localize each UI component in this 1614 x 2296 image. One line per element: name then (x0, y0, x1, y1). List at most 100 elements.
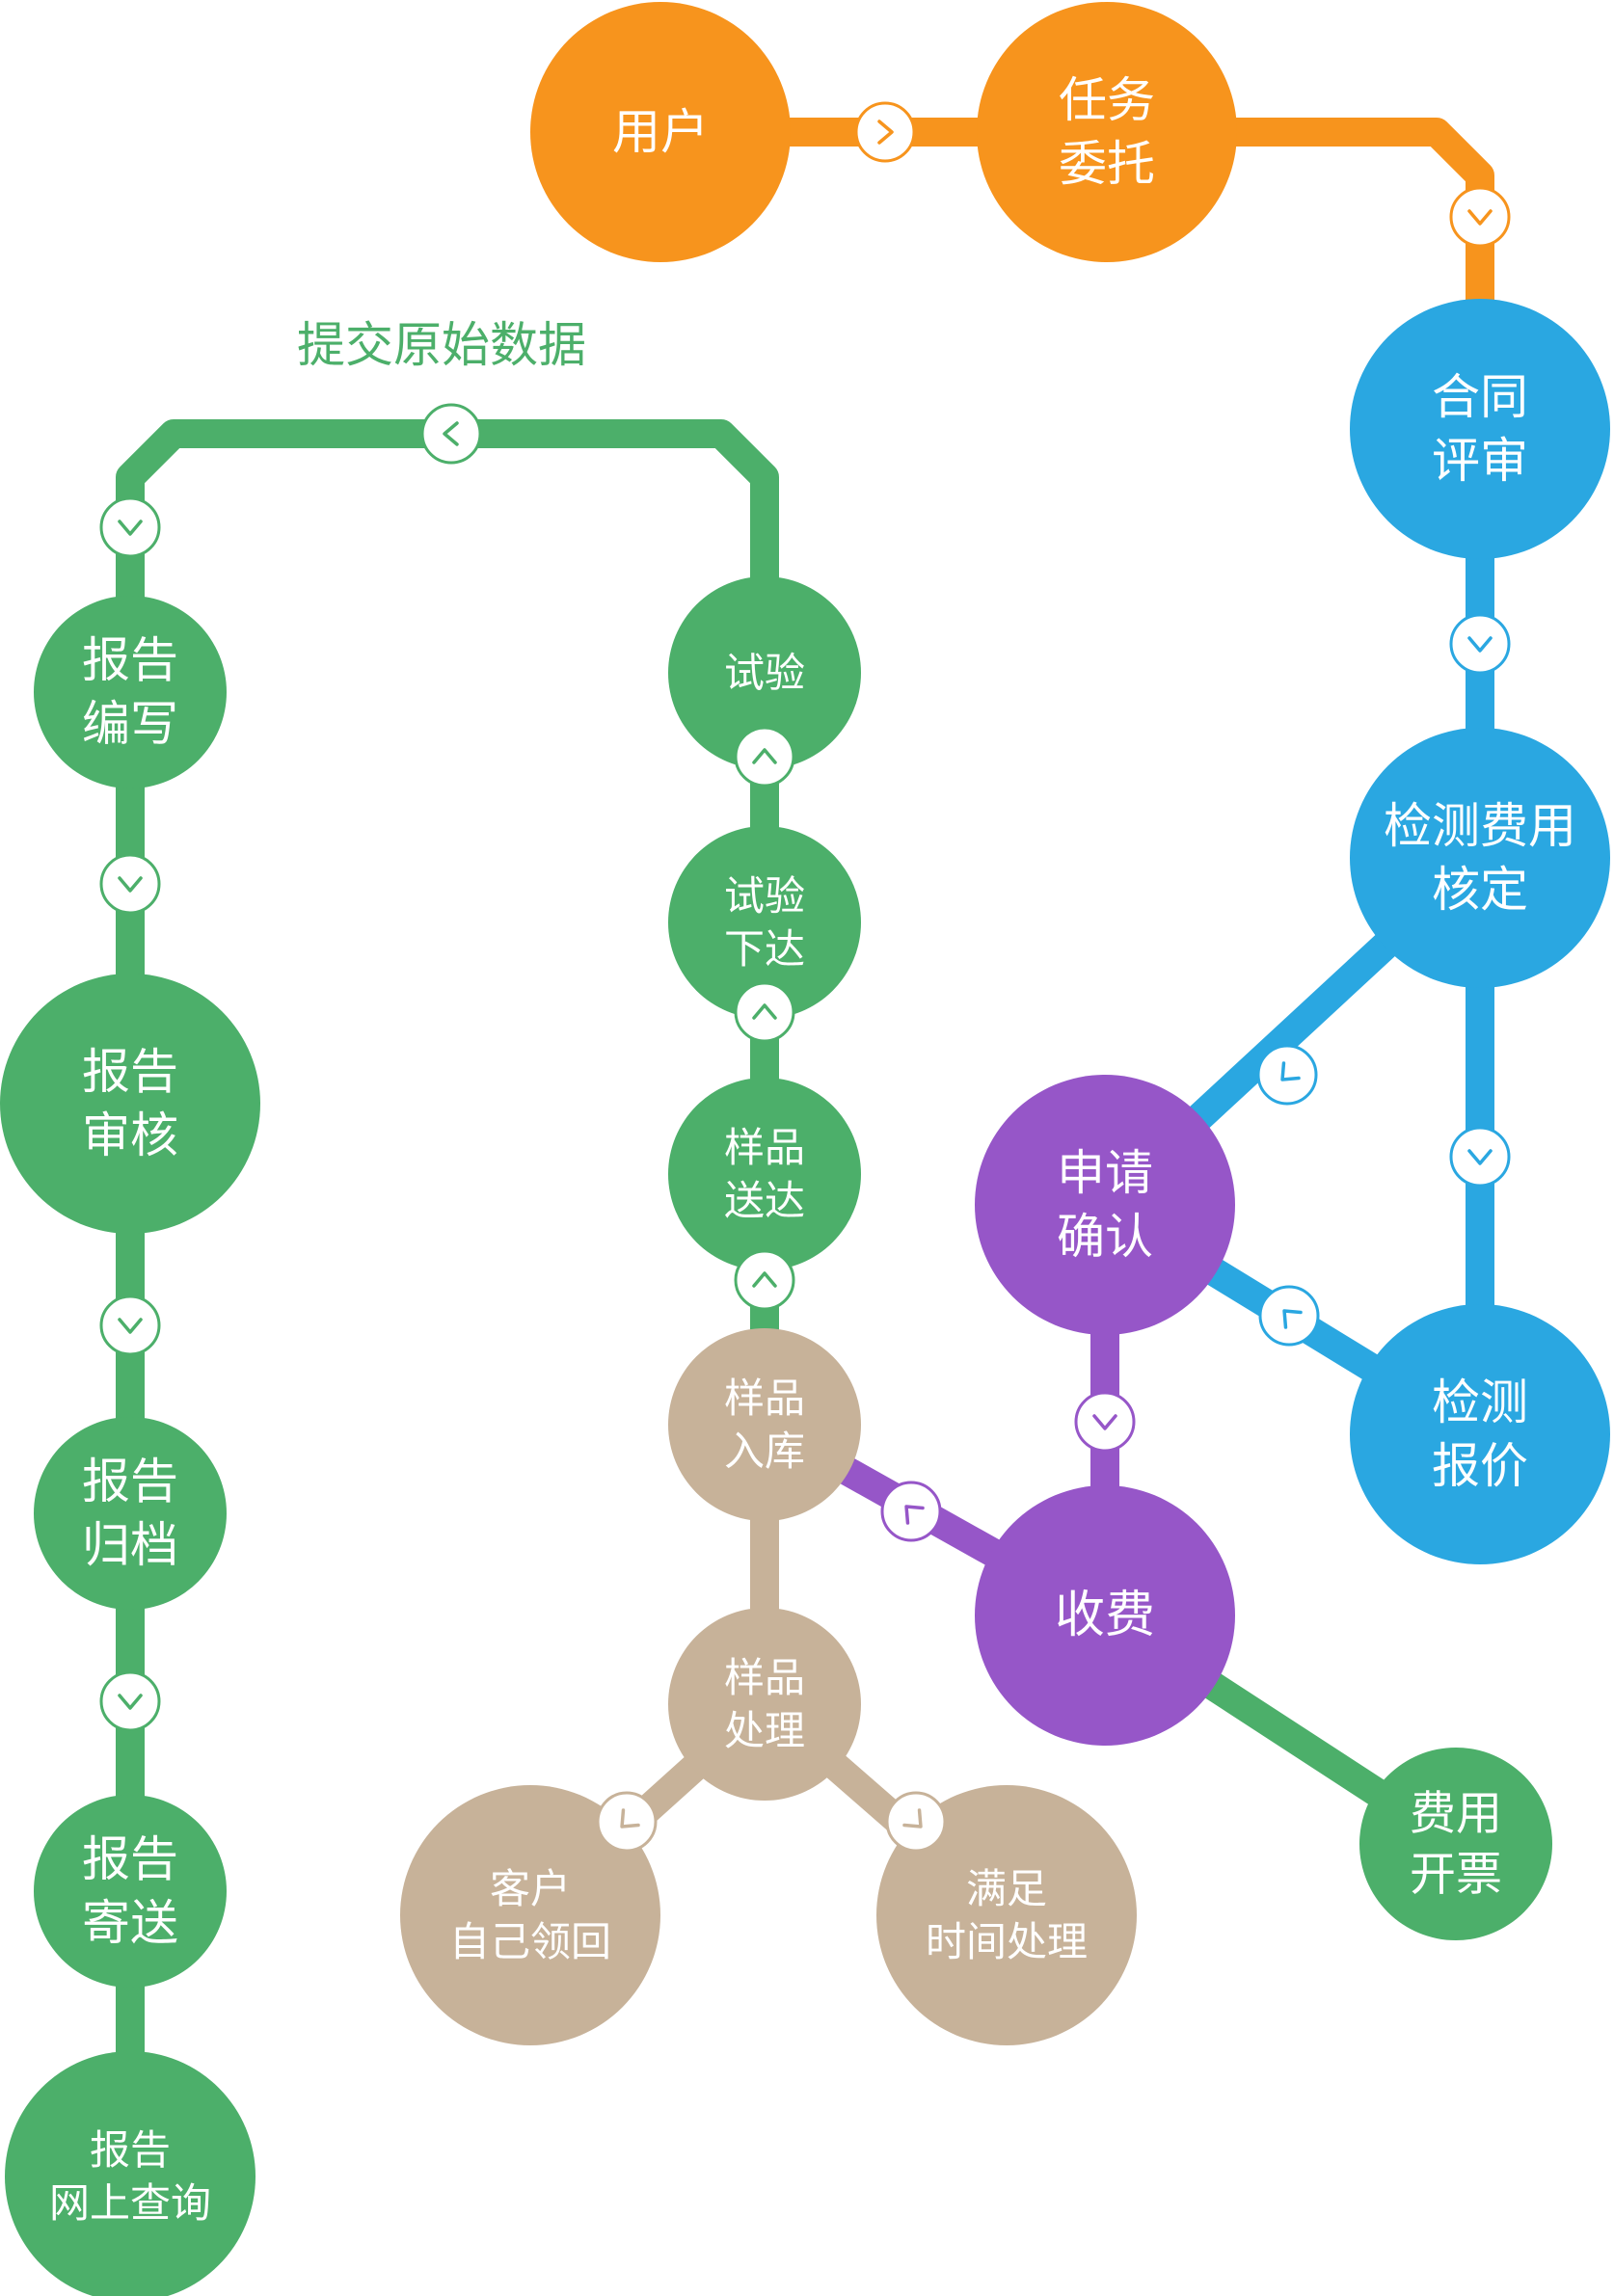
node-customer-pickup-label-0: 客户 (490, 1865, 571, 1912)
node-report-audit-label-0: 报告 (82, 1044, 178, 1100)
node-application-confirm-circle (975, 1075, 1235, 1335)
node-report-mailing-circle (34, 1795, 227, 1988)
chevron-left-icon (420, 403, 482, 465)
chevron-up-icon (734, 981, 795, 1043)
chevron-down-left-icon (596, 1791, 658, 1853)
node-test-quotation-circle (1350, 1304, 1610, 1564)
node-task-commission-label-0: 任务 (1059, 72, 1155, 128)
node-charge-circle (975, 1485, 1235, 1746)
chevron-down-icon (99, 853, 161, 915)
node-task-commission-circle (977, 2, 1237, 262)
node-report-audit-circle (0, 974, 260, 1234)
node-charge: 收费 (975, 1485, 1235, 1746)
chevron-right-icon (854, 101, 916, 163)
node-fee-verification-circle (1350, 728, 1610, 988)
node-sample-storage-label-0: 样品 (724, 1375, 805, 1422)
node-test: 试验 (668, 576, 861, 769)
node-test-quotation-label-0: 检测 (1432, 1375, 1528, 1430)
node-task-commission-label-1: 委托 (1059, 136, 1155, 192)
chevron-down-icon (1449, 186, 1511, 248)
chevron-up-left-icon (880, 1481, 942, 1542)
node-sample-processing-label-1: 处理 (724, 1707, 805, 1754)
node-report-writing-label-1: 编写 (82, 696, 178, 752)
chevron-down-left-icon (1256, 1044, 1318, 1106)
node-user-label-0: 用户 (612, 104, 709, 160)
node-sample-delivery-label-1: 送达 (724, 1177, 805, 1224)
markers-layer (99, 101, 1511, 1853)
chevron-down-icon (99, 496, 161, 558)
node-report-mailing-label-0: 报告 (82, 1831, 178, 1887)
node-test-issue-circle (668, 826, 861, 1019)
node-test-circle (668, 576, 861, 769)
node-report-audit-label-1: 审核 (82, 1108, 178, 1163)
node-invoice-label-1: 开票 (1410, 1848, 1502, 1902)
node-test-label-0: 试验 (724, 650, 805, 697)
node-time-processing-label-1: 时间处理 (926, 1918, 1088, 1965)
labels-layer: 提交原始数据 (297, 317, 586, 373)
node-sample-processing-circle (668, 1608, 861, 1801)
node-charge-label-0: 收费 (1055, 1587, 1155, 1644)
chevron-down-icon (99, 1670, 161, 1732)
node-contract-review-label-0: 合同 (1432, 369, 1528, 425)
chevron-up-left-icon (1258, 1285, 1320, 1347)
chevron-up-icon (734, 726, 795, 788)
node-report-online-query-label-0: 报告 (90, 2126, 171, 2174)
node-report-online-query-label-1: 网上查询 (49, 2179, 211, 2227)
node-customer-pickup-circle (400, 1785, 660, 2045)
node-report-mailing-label-1: 寄送 (82, 1895, 178, 1951)
node-user-circle (530, 2, 791, 262)
node-customer-pickup-label-1: 自己领回 (449, 1918, 611, 1965)
node-time-processing-label-0: 满足 (966, 1865, 1047, 1912)
chevron-down-icon (1449, 613, 1511, 675)
chevron-down-icon (99, 1295, 161, 1356)
node-application-confirm-label-1: 确认 (1057, 1209, 1153, 1265)
node-test-issue-label-0: 试验 (724, 872, 805, 920)
chevron-up-icon (734, 1249, 795, 1311)
node-report-archive-label-1: 归档 (82, 1517, 178, 1573)
node-fee-verification-label-1: 核定 (1432, 862, 1528, 918)
node-sample-processing-label-0: 样品 (724, 1654, 805, 1701)
edge-test-to-report-writing (116, 419, 779, 707)
chevron-down-right-icon (885, 1791, 947, 1853)
node-contract-review-circle (1350, 299, 1610, 559)
node-test-quotation-label-1: 报价 (1432, 1438, 1528, 1494)
node-invoice-circle (1359, 1748, 1552, 1940)
node-test-issue-label-1: 下达 (724, 925, 805, 973)
chevron-down-icon (1074, 1391, 1136, 1453)
node-sample-storage-label-1: 入库 (724, 1428, 805, 1475)
node-fee-verification-label-0: 检测费用 (1384, 798, 1576, 854)
node-report-writing-label-0: 报告 (82, 632, 178, 688)
node-time-processing-circle (876, 1785, 1137, 2045)
node-report-writing-circle (34, 596, 227, 788)
node-report-archive-label-0: 报告 (82, 1454, 178, 1509)
edge-label-submit-raw-data: 提交原始数据 (297, 317, 586, 373)
node-contract-review-label-1: 评审 (1432, 433, 1528, 489)
node-sample-storage-circle (668, 1328, 861, 1521)
node-user: 用户 (530, 2, 791, 262)
node-sample-delivery-circle (668, 1078, 861, 1270)
node-application-confirm-label-0: 申请 (1057, 1145, 1153, 1201)
node-report-online-query-circle (5, 2051, 256, 2296)
chevron-down-icon (1449, 1126, 1511, 1188)
node-report-archive-circle (34, 1417, 227, 1610)
